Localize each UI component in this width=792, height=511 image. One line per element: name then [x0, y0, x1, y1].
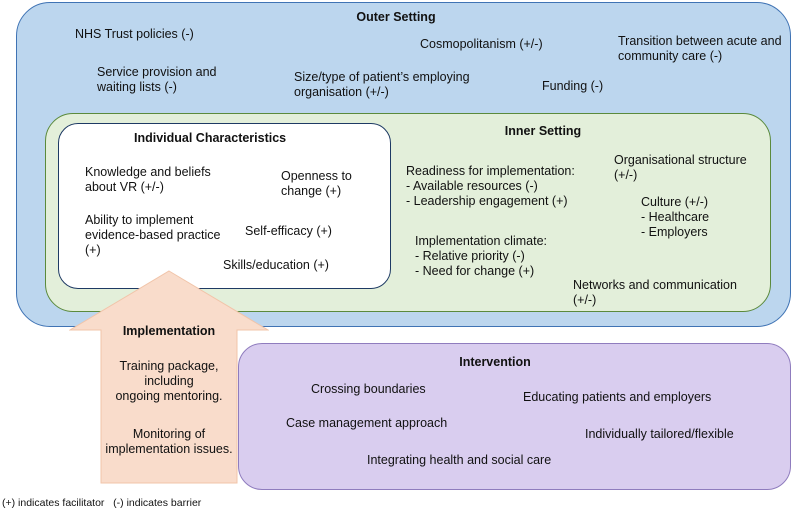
- outer-item-nhs-policies: NHS Trust policies (-): [75, 27, 194, 42]
- text-line: Readiness for implementation:: [406, 164, 575, 178]
- inner-item-culture: Culture (+/-)- Healthcare- Employers: [641, 195, 709, 240]
- outer-item-cosmopolitanism: Cosmopolitanism (+/-): [420, 37, 543, 52]
- intervention-item-individually-tailored: Individually tailored/flexible: [585, 427, 734, 442]
- text-line: (+): [85, 243, 101, 257]
- text-line: Skills/education (+): [223, 258, 329, 272]
- outer-item-funding: Funding (-): [542, 79, 603, 94]
- text-line: including: [144, 374, 194, 388]
- text-line: Case management approach: [286, 416, 448, 430]
- outer-setting-title: Outer Setting: [356, 10, 436, 24]
- implementation-title: Implementation: [122, 324, 216, 338]
- text-line: Openness to: [281, 169, 352, 183]
- inner-item-networks: Networks and communication(+/-): [573, 278, 737, 308]
- inner-item-readiness: Readiness for implementation:- Available…: [406, 164, 575, 209]
- individual-item-skills: Skills/education (+): [223, 258, 329, 273]
- intervention-item-educating: Educating patients and employers: [523, 390, 711, 405]
- text-line: Size/type of patient’s employing: [294, 70, 470, 84]
- individual-characteristics-box: [58, 123, 391, 289]
- text-line: Cosmopolitanism (+/-): [420, 37, 543, 51]
- text-line: Training package,: [119, 359, 219, 373]
- text-line: Self-efficacy (+): [245, 224, 332, 238]
- intervention-item-case-management: Case management approach: [286, 416, 447, 431]
- inner-item-implementation-climate: Implementation climate:- Relative priori…: [415, 234, 547, 279]
- text-line: Knowledge and beliefs: [85, 165, 211, 179]
- text-line: Culture (+/-): [641, 195, 709, 209]
- text-line: - Relative priority (-): [415, 249, 525, 263]
- text-line: Funding (-): [542, 79, 604, 93]
- text-line: Monitoring of: [132, 427, 206, 441]
- inner-setting-title: Inner Setting: [504, 124, 582, 138]
- intervention-item-crossing-boundaries: Crossing boundaries: [311, 382, 426, 397]
- text-line: Integrating health and social care: [367, 453, 552, 467]
- text-line: change (+): [281, 184, 342, 198]
- text-line: - Healthcare: [641, 210, 710, 224]
- inner-item-organisational-structure: Organisational structure(+/-): [614, 153, 747, 183]
- intervention-box: [238, 343, 791, 490]
- text-line: Transition between acute and: [618, 34, 782, 48]
- intervention-item-integrating: Integrating health and social care: [367, 453, 551, 468]
- text-line: community care (-): [618, 49, 723, 63]
- text-line: organisation (+/-): [294, 85, 389, 99]
- legend-text: (+) indicates facilitator (-) indicates …: [2, 497, 202, 509]
- text-line: Organisational structure: [614, 153, 747, 167]
- text-line: Crossing boundaries: [311, 382, 426, 396]
- text-line: implementation issues.: [105, 442, 233, 456]
- text-line: Ability to implement: [85, 213, 194, 227]
- text-line: (+/-): [614, 168, 638, 182]
- text-line: Educating patients and employers: [523, 390, 712, 404]
- individual-characteristics-title: Individual Characteristics: [134, 131, 287, 145]
- intervention-title: Intervention: [459, 355, 531, 369]
- text-line: Service provision and: [97, 65, 217, 79]
- text-line: waiting lists (-): [97, 80, 177, 94]
- text-line: evidence-based practice: [85, 228, 221, 242]
- text-line: - Employers: [641, 225, 708, 239]
- text-line: - Leadership engagement (+): [406, 194, 568, 208]
- text-line: - Available resources (-): [406, 179, 538, 193]
- individual-item-self-efficacy: Self-efficacy (+): [245, 224, 332, 239]
- text-line: Implementation climate:: [415, 234, 548, 248]
- text-line: Individually tailored/flexible: [585, 427, 734, 441]
- text-line: Networks and communication: [573, 278, 737, 292]
- text-line: ongoing mentoring.: [115, 389, 223, 403]
- text-line: (+/-): [573, 293, 597, 307]
- text-line: NHS Trust policies (-): [75, 27, 194, 41]
- implementation-arrow: [69, 270, 269, 484]
- text-line: - Need for change (+): [415, 264, 535, 278]
- text-line: about VR (+/-): [85, 180, 164, 194]
